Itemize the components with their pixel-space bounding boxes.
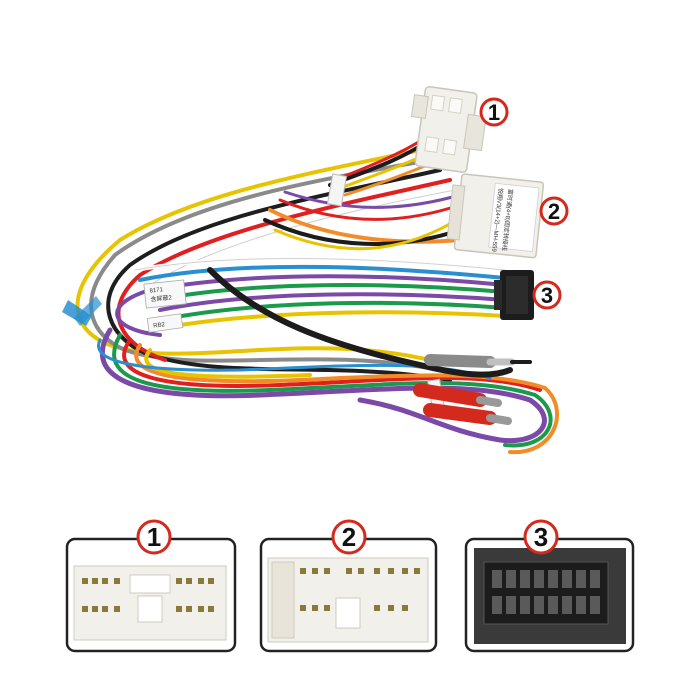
sleeve-tag-2-text: RB2 — [153, 322, 166, 330]
callout-badge-1-number: 1 — [488, 100, 500, 125]
detail-panel-3-number: 3 — [534, 522, 548, 552]
callout-badge-3-number: 3 — [541, 283, 553, 308]
wire-bundle — [75, 126, 560, 455]
connector-3 — [494, 270, 534, 320]
sleeve-tag-1-line2: 含屏蔽2 — [150, 293, 173, 303]
detail-panel-1-number: 1 — [147, 522, 161, 552]
sleeve-tag-1: 8171 含屏蔽2 — [143, 279, 187, 309]
detail-panel-1: 1 — [65, 519, 237, 653]
callout-badge-3: 3 — [532, 280, 562, 310]
detail-panel-2: 2 — [259, 519, 438, 653]
connector-2: 富时通(4+8)固定转接线 悦翔V3(14+2)—MH-559 — [446, 173, 545, 259]
detail-panel-3: 3 — [464, 519, 635, 653]
sleeve-tag-2: RB2 — [146, 313, 184, 333]
sleeve-tag-1-line1: 8171 — [149, 287, 164, 294]
rca-plugs — [413, 354, 532, 425]
connector-1 — [410, 85, 487, 173]
callout-badge-2-number: 2 — [548, 199, 560, 224]
callout-badge-1: 1 — [479, 97, 509, 127]
detail-panel-2-number: 2 — [342, 522, 356, 552]
callout-badge-2: 2 — [539, 196, 569, 226]
cable-tie-top — [326, 173, 348, 207]
cable-tie-left — [62, 296, 102, 326]
